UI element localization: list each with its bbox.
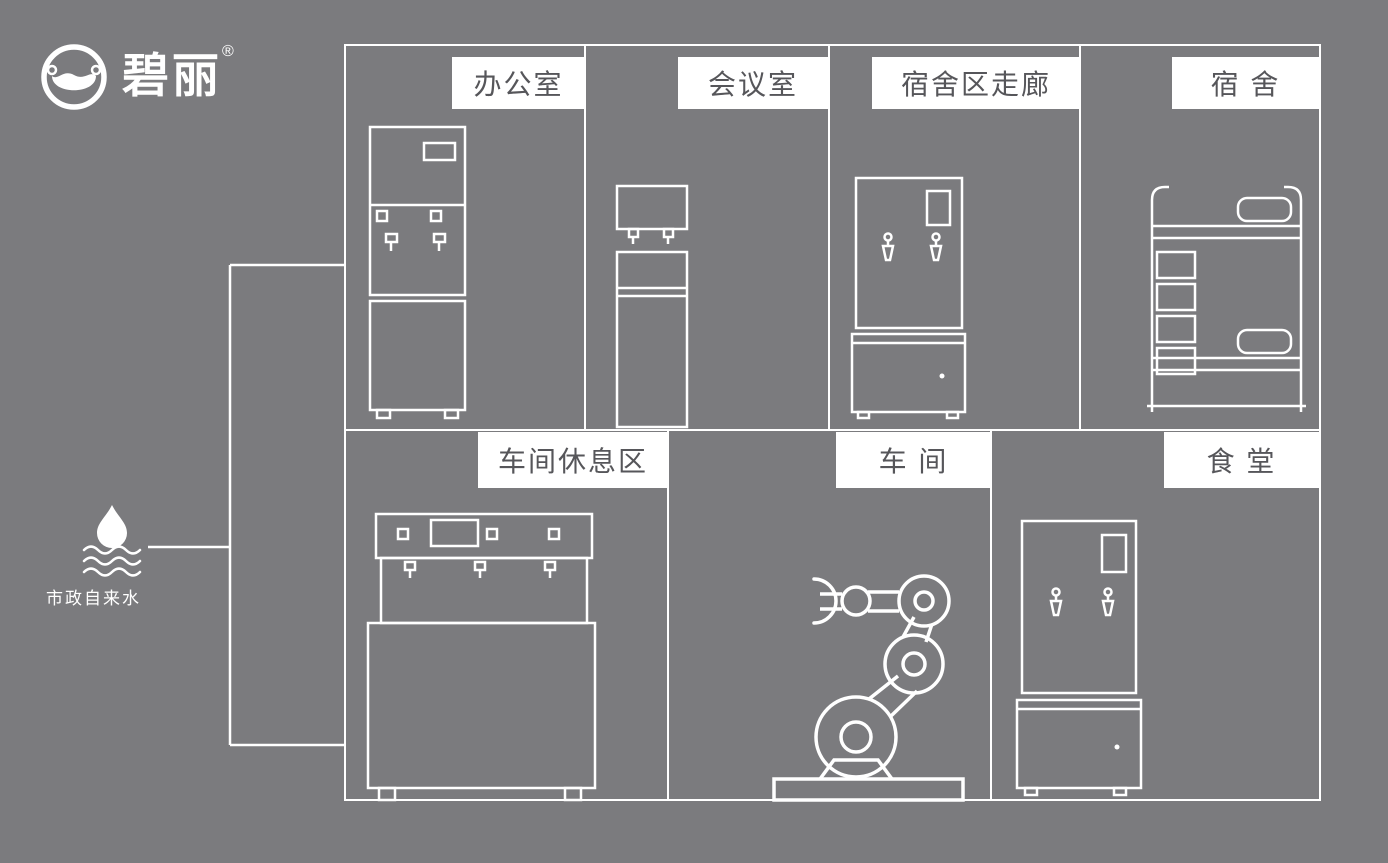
registered-mark: ® [222,43,234,60]
water-source-label: 市政自来水 [46,589,141,608]
brand-logo-icon-spacer [36,38,114,116]
water-drop-icon [82,505,142,577]
brand-logo: 碧丽 ® [36,38,234,116]
room-label-dormitory: 宿 舍 [1172,57,1319,109]
room-label-dorm-corridor: 宿舍区走廊 [872,57,1080,109]
building-outline [344,44,1321,801]
brand-name: 碧丽 [122,49,222,102]
water-supply-pipe [148,263,345,747]
water-bowl-logo-icon [41,44,107,110]
room-label-canteen: 食 堂 [1164,432,1319,488]
corridor-water-boiler-drawing [850,176,967,420]
room-label-workshop: 车 间 [836,432,991,488]
canteen-water-boiler-drawing [1015,519,1143,797]
robot-arm-drawing [772,574,965,802]
floorstanding-water-dispenser-drawing [368,125,467,420]
room-label-meeting: 会议室 [678,57,828,109]
room-label-workshop-rest: 车间休息区 [478,432,668,488]
bunk-bed-drawing [1147,185,1306,412]
multi-tap-water-dispenser-drawing [366,512,597,802]
room-label-office: 办公室 [452,57,585,109]
slim-water-dispenser-drawing [615,184,689,429]
